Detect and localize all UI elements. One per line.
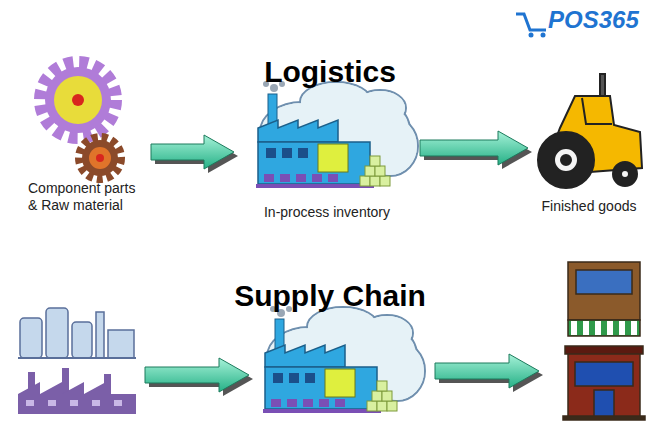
factory: [256, 81, 418, 188]
stage-label: Finished goods: [534, 198, 644, 215]
logo-text: POS365: [548, 6, 639, 33]
factory: [263, 306, 425, 413]
flow-stage: Component parts & Raw material: [24, 60, 149, 214]
flow-arrow: [145, 354, 543, 396]
flow-arrow: [151, 135, 238, 173]
arrow-body: [151, 135, 234, 169]
flow-stage: Finished goods: [530, 60, 648, 215]
gears: [40, 62, 121, 179]
logo-text: POS365: [548, 6, 639, 34]
arrow-body: [420, 131, 528, 165]
logo-cart: [516, 14, 546, 38]
flow-stage: In-process inventory: [236, 78, 418, 221]
industrial-plants: [18, 308, 136, 414]
section-title: Supply Chain: [234, 279, 426, 313]
flow-arrow: [420, 131, 532, 169]
shops: [563, 262, 645, 420]
section-title: Logistics: [264, 55, 396, 88]
section-title: Supply Chain: [234, 279, 426, 312]
stage-label: Component parts & Raw material: [28, 180, 145, 214]
tractor: [538, 74, 642, 188]
section-title: Logistics: [264, 55, 396, 89]
stage-label: In-process inventory: [240, 204, 414, 221]
